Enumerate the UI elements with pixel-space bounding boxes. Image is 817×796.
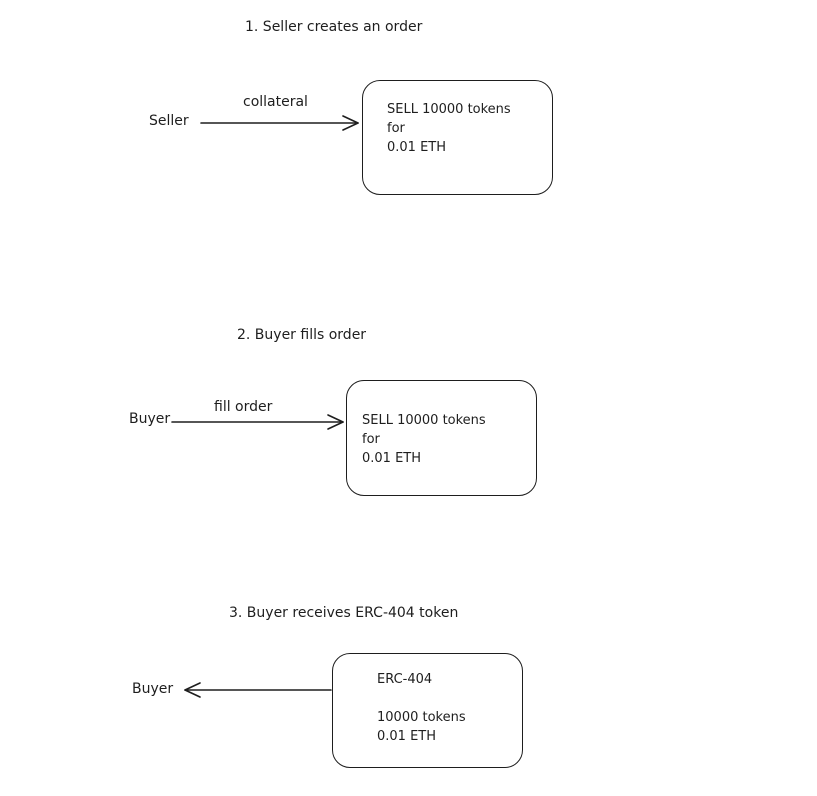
order-box-1-line-3: 0.01 ETH	[387, 140, 447, 155]
edge-label-collateral: collateral	[243, 94, 308, 110]
arrow-receive-token	[184, 682, 332, 698]
token-box-line-4: 0.01 ETH	[377, 729, 437, 744]
edge-label-fill-order: fill order	[214, 399, 273, 415]
token-box-line-3: 10000 tokens	[377, 710, 466, 725]
token-box-line-1: ERC-404	[377, 672, 433, 687]
order-box-2-line-2: for	[362, 432, 380, 447]
actor-seller: Seller	[149, 113, 189, 129]
actor-buyer-2: Buyer	[129, 411, 171, 427]
step-3-title: 3. Buyer receives ERC-404 token	[229, 605, 459, 621]
actor-buyer-3: Buyer	[132, 681, 174, 697]
order-box-1-line-1: SELL 10000 tokens	[387, 102, 511, 117]
order-box-2-line-3: 0.01 ETH	[362, 451, 422, 466]
arrow-collateral	[200, 115, 359, 131]
order-box-2-line-1: SELL 10000 tokens	[362, 413, 486, 428]
order-box-1	[362, 80, 553, 195]
token-box	[332, 653, 523, 768]
order-box-2	[346, 380, 537, 496]
arrow-fill-order	[171, 414, 344, 430]
step-2-title: 2. Buyer fills order	[237, 327, 367, 343]
order-box-1-line-2: for	[387, 121, 405, 136]
step-1-title: 1. Seller creates an order	[245, 19, 423, 35]
